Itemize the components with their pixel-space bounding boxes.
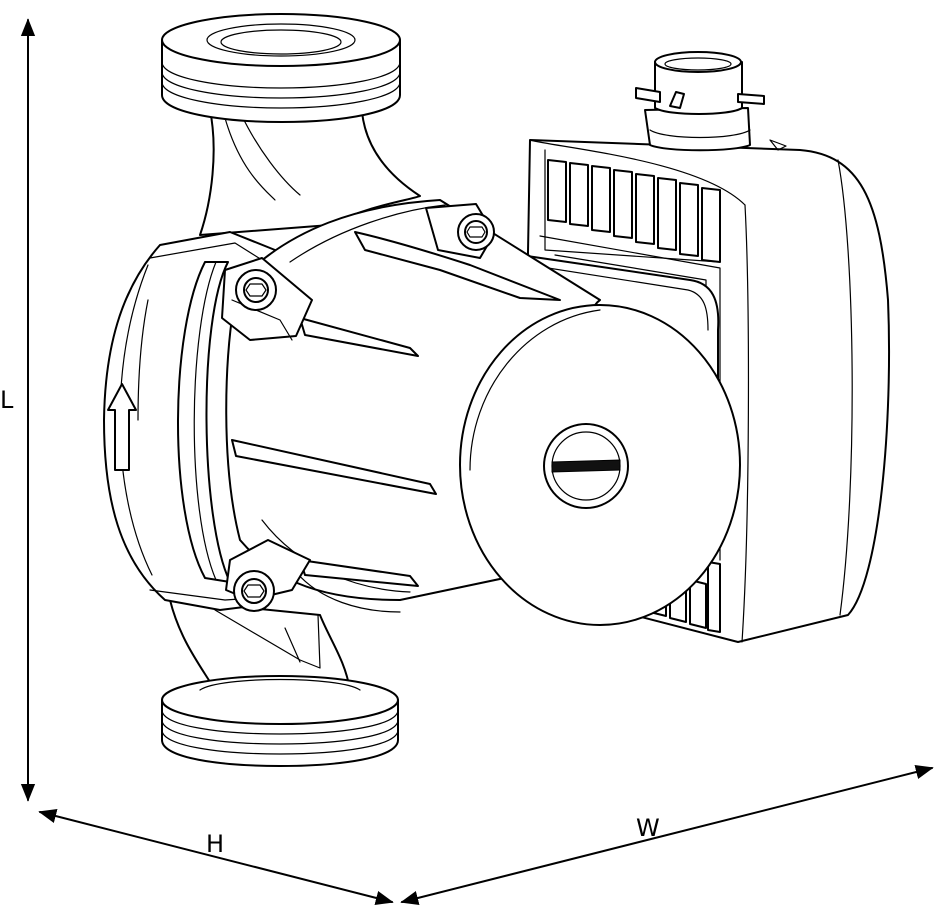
inlet-connection [161,13,401,123]
power-connector [635,51,787,152]
dimension-label-l: L [0,386,14,414]
outlet-connection [161,675,399,767]
dimension-label-w: W [636,814,660,842]
bolt-upper-left [235,269,277,311]
dimension-line-w [400,764,934,906]
dimension-line-h [38,809,394,905]
dimension-lines: L H W [0,18,934,906]
dimension-label-h: H [206,830,224,858]
motor-housing [225,199,741,626]
bolt-upper-right [457,213,495,251]
flow-direction-arrow-icon [107,383,137,471]
cooling-fins-upper [547,159,721,263]
bolt-lower-left [233,570,275,612]
